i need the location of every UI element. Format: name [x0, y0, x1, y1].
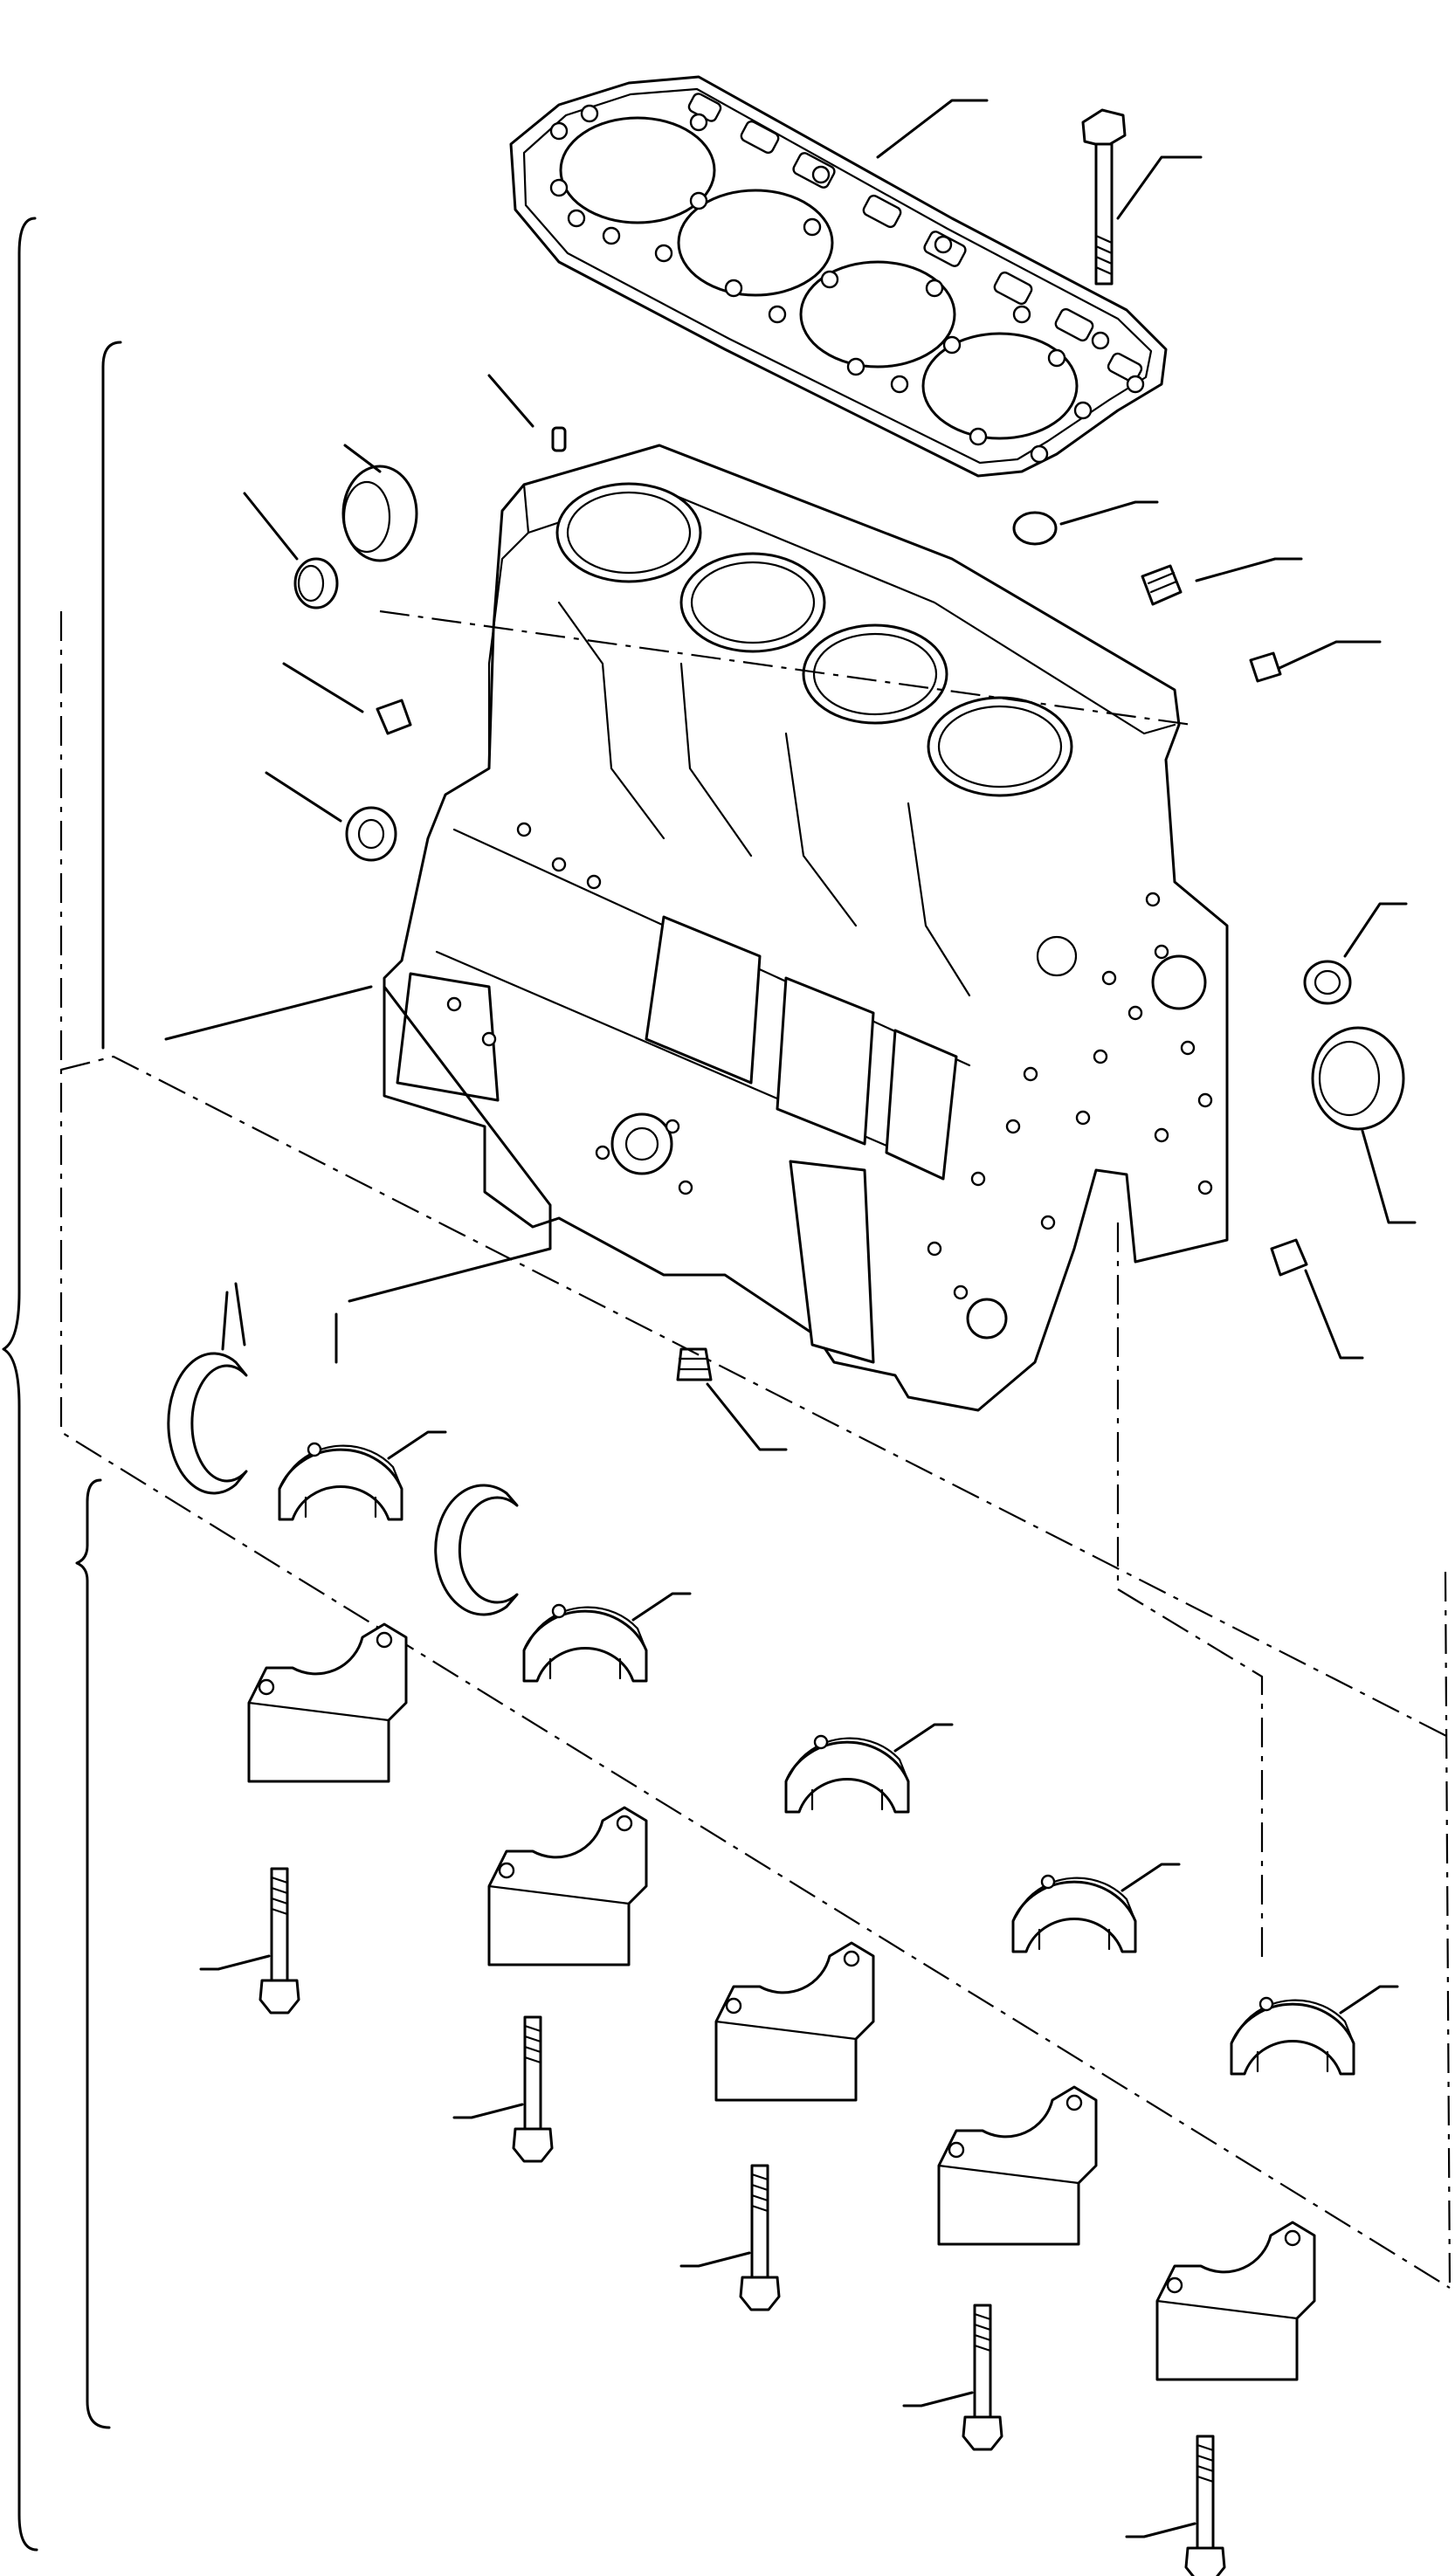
taper-plug-right-2 — [1249, 651, 1282, 683]
block-bolt-hole — [1197, 1092, 1213, 1108]
gasket-bolt-hole — [724, 279, 743, 298]
gasket-bolt-hole — [811, 165, 831, 184]
assembly-line-right — [1116, 1223, 1264, 1965]
gasket-bolt-hole — [969, 427, 988, 446]
gasket-bolt-hole — [549, 121, 569, 141]
gasket-bolt-hole — [803, 217, 822, 237]
gasket-bolt-hole — [1073, 401, 1093, 420]
main-bearing-cap — [1155, 2221, 1316, 2381]
block-bolt-hole — [516, 822, 532, 837]
gasket-bolt-hole — [768, 305, 787, 324]
thrust-washer-2 — [434, 1484, 519, 1616]
cap-bolt — [679, 2164, 781, 2311]
main-bearing-cap — [937, 2085, 1098, 2246]
block-bolt-hole — [481, 1031, 497, 1047]
cap-bolt — [1125, 2435, 1226, 2576]
oil-seal — [1311, 1026, 1405, 1131]
bushing-right — [1303, 960, 1352, 1005]
gasket-bolt-hole — [580, 104, 599, 123]
gasket-bolt-hole — [942, 335, 962, 355]
cap-bolts — [199, 1867, 1226, 2576]
assembly-brace-outer — [2, 217, 38, 2552]
taper-plug-left — [376, 699, 412, 735]
gasket-bolt-hole — [602, 226, 621, 245]
block-bolt-hole — [1154, 1127, 1169, 1143]
block-bolt-hole — [1101, 970, 1117, 986]
main-bearing-cap — [247, 1622, 408, 1783]
block-bolt-hole — [446, 996, 462, 1012]
gasket-bolt-hole — [689, 191, 708, 210]
taper-plug-right-1 — [1141, 564, 1183, 606]
cap-bolt — [452, 2015, 554, 2163]
cap-bolt — [902, 2304, 1003, 2451]
assembly-line-lower-left — [59, 611, 1451, 2289]
gasket-bolt-hole — [890, 375, 909, 394]
block-bolt-hole — [1005, 1119, 1021, 1134]
head-bolt — [1081, 108, 1127, 286]
taper-plug-right-3 — [1270, 1238, 1308, 1277]
main-bearings — [278, 1430, 1399, 2076]
block-bolt-hole — [1180, 1040, 1196, 1056]
cylinder-head-gasket — [509, 75, 1168, 478]
block-bolt-hole — [551, 857, 567, 872]
block-bolt-hole — [595, 1145, 610, 1161]
block-bolt-hole — [927, 1241, 942, 1257]
block-bolt-hole — [1127, 1005, 1143, 1021]
block-bolt-hole — [1145, 892, 1161, 907]
block-bolt-hole — [1197, 1180, 1213, 1195]
assembly-line-upper — [60, 1055, 1451, 1739]
block-bolt-hole — [1075, 1110, 1091, 1126]
gasket-bolt-hole — [925, 279, 944, 298]
gasket-bolt-hole — [846, 357, 865, 376]
main-bearing — [784, 1723, 954, 1814]
main-bearing — [1011, 1863, 1181, 1953]
assembly-line-gasket — [379, 610, 1193, 727]
gasket-bolt-hole — [1126, 375, 1145, 394]
block-bolt-hole — [953, 1285, 969, 1300]
block-bolt-hole — [1023, 1066, 1038, 1082]
gasket-bolt-hole — [1047, 348, 1066, 368]
expansion-plug-small — [293, 557, 339, 610]
gasket-bolt-hole — [689, 113, 708, 132]
gasket-bolt-hole — [1012, 305, 1031, 324]
cup-plug-right — [1012, 511, 1058, 546]
block-bolt-hole — [665, 1119, 680, 1134]
main-bearing — [1230, 1985, 1399, 2076]
cap-kit-brace — [75, 1478, 111, 2429]
gasket-bolt-hole — [1030, 444, 1049, 464]
gasket-bolt-hole — [934, 235, 953, 254]
leader-lines — [164, 99, 1417, 1451]
block-bolt-hole — [1154, 944, 1169, 960]
main-bearing-caps — [247, 1622, 1316, 2381]
bushing-left — [345, 806, 397, 862]
block-bolt-hole — [1093, 1049, 1108, 1064]
main-bearing-cap — [487, 1806, 648, 1966]
block-bolt-hole — [586, 874, 602, 890]
gasket-bolt-hole — [1091, 331, 1110, 350]
assembly-line-right2 — [1444, 1571, 1452, 2289]
gasket-bolt-hole — [820, 270, 839, 289]
block-bolt-hole — [1040, 1215, 1056, 1230]
gasket-bolt-hole — [654, 244, 673, 263]
cylinder-block — [383, 444, 1229, 1412]
main-bearing-cap — [714, 1941, 875, 2102]
block-bolt-hole — [678, 1180, 693, 1195]
dowel-pin — [551, 426, 567, 452]
thrust-washer-1 — [167, 1352, 248, 1495]
main-bearing — [522, 1592, 692, 1683]
block-kit-bracket — [101, 341, 122, 1050]
taper-plug-bottom — [676, 1347, 713, 1381]
block-bolt-hole — [970, 1171, 986, 1187]
expansion-plug-large — [341, 465, 418, 562]
gasket-bolt-hole — [549, 178, 569, 197]
gasket-bolt-hole — [567, 209, 586, 228]
main-bearing — [278, 1430, 447, 1521]
cap-bolt — [199, 1867, 300, 2015]
